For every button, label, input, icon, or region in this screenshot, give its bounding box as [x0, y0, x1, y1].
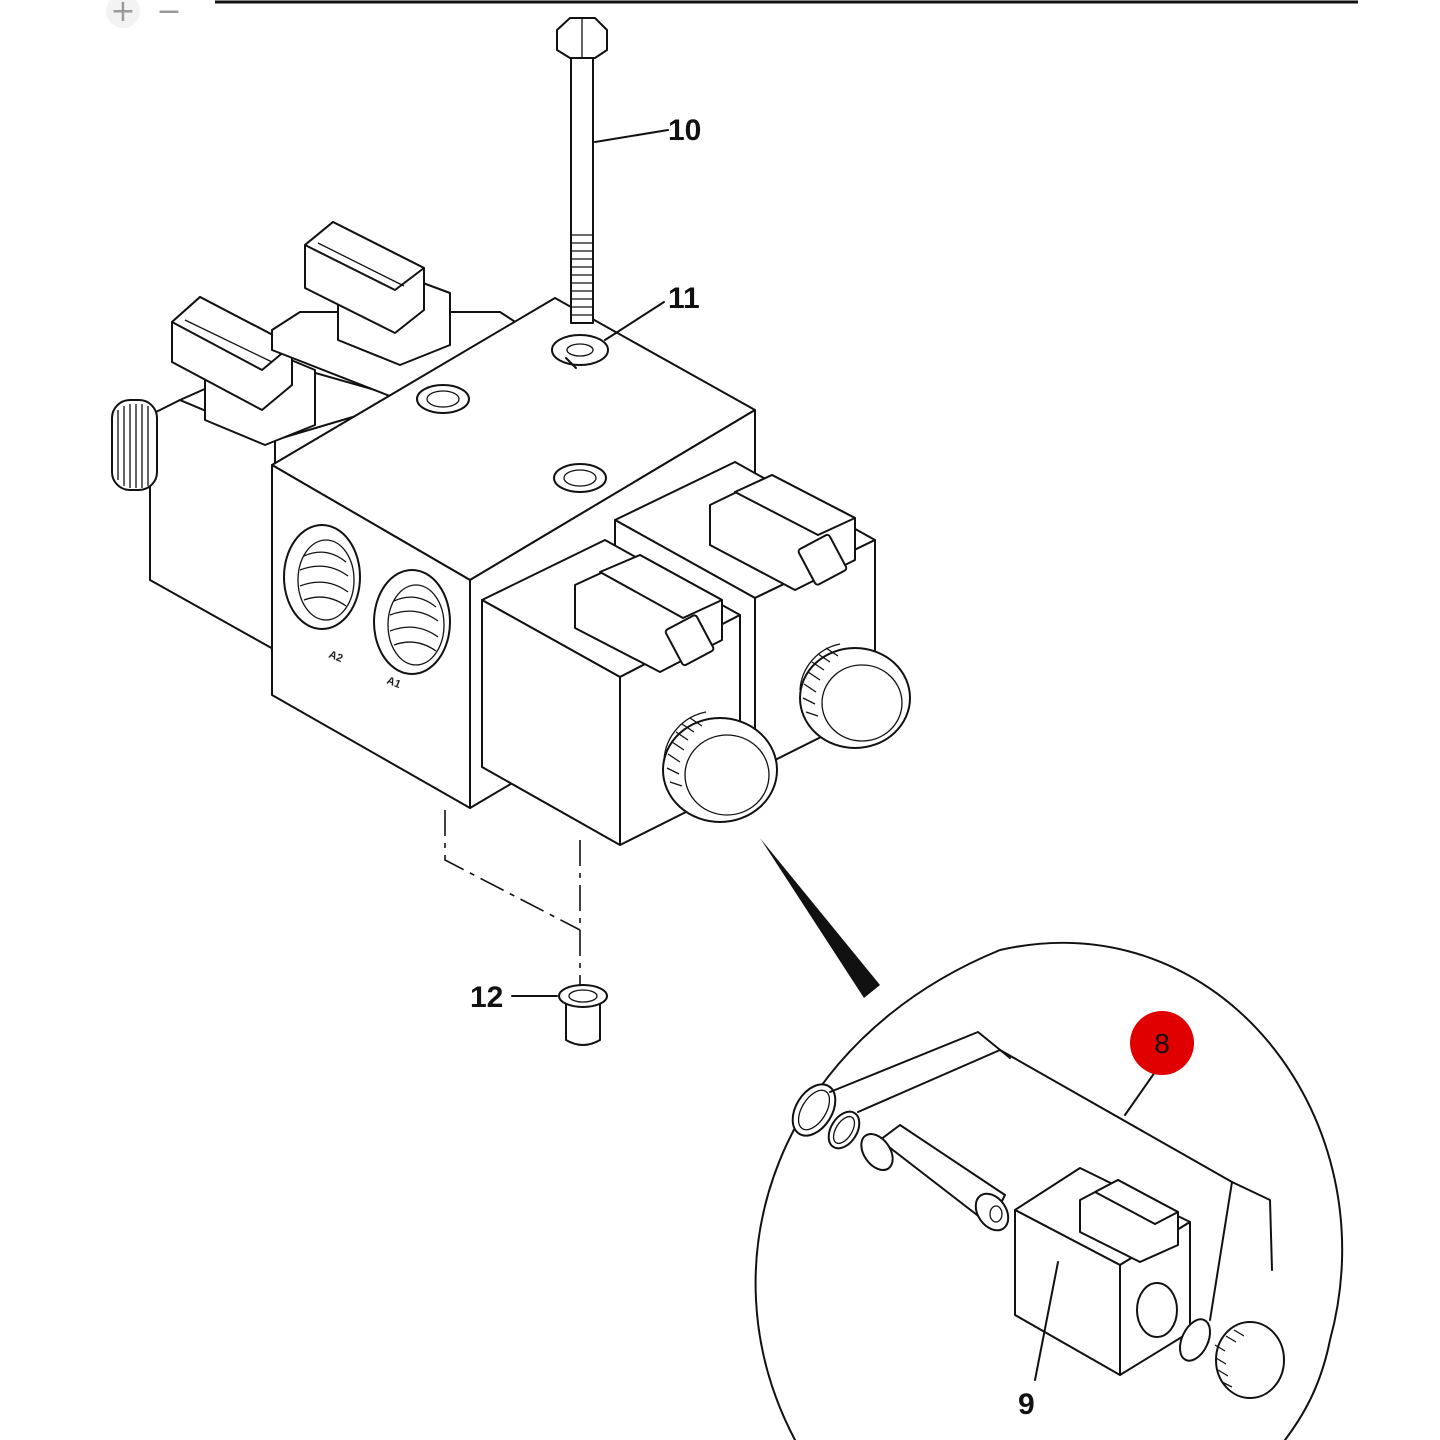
callout-9: 9: [1018, 1388, 1035, 1421]
zoom-out-button[interactable]: −: [156, 0, 182, 29]
detail-pointer: [760, 838, 880, 998]
zoom-controls: + −: [100, 0, 210, 29]
callout-12: 12: [470, 981, 503, 1014]
solenoid-rear-middle: [271, 221, 521, 401]
solenoid-front-center: [481, 539, 778, 846]
solenoid-rear-left: [111, 296, 411, 651]
lock-washer: [551, 301, 665, 369]
port-a1-label: A1: [385, 675, 403, 691]
callout-8-highlight[interactable]: [1130, 1011, 1194, 1075]
callout-11: 11: [668, 282, 700, 315]
callout-8[interactable]: 8: [1154, 1028, 1170, 1059]
detail-view: [754, 941, 1344, 1440]
zoom-in-button[interactable]: +: [106, 0, 140, 29]
port-a2-label: A2: [327, 649, 345, 665]
bolt: [556, 17, 669, 324]
callout-10: 10: [668, 114, 701, 147]
fitting-insert: [511, 984, 608, 1046]
